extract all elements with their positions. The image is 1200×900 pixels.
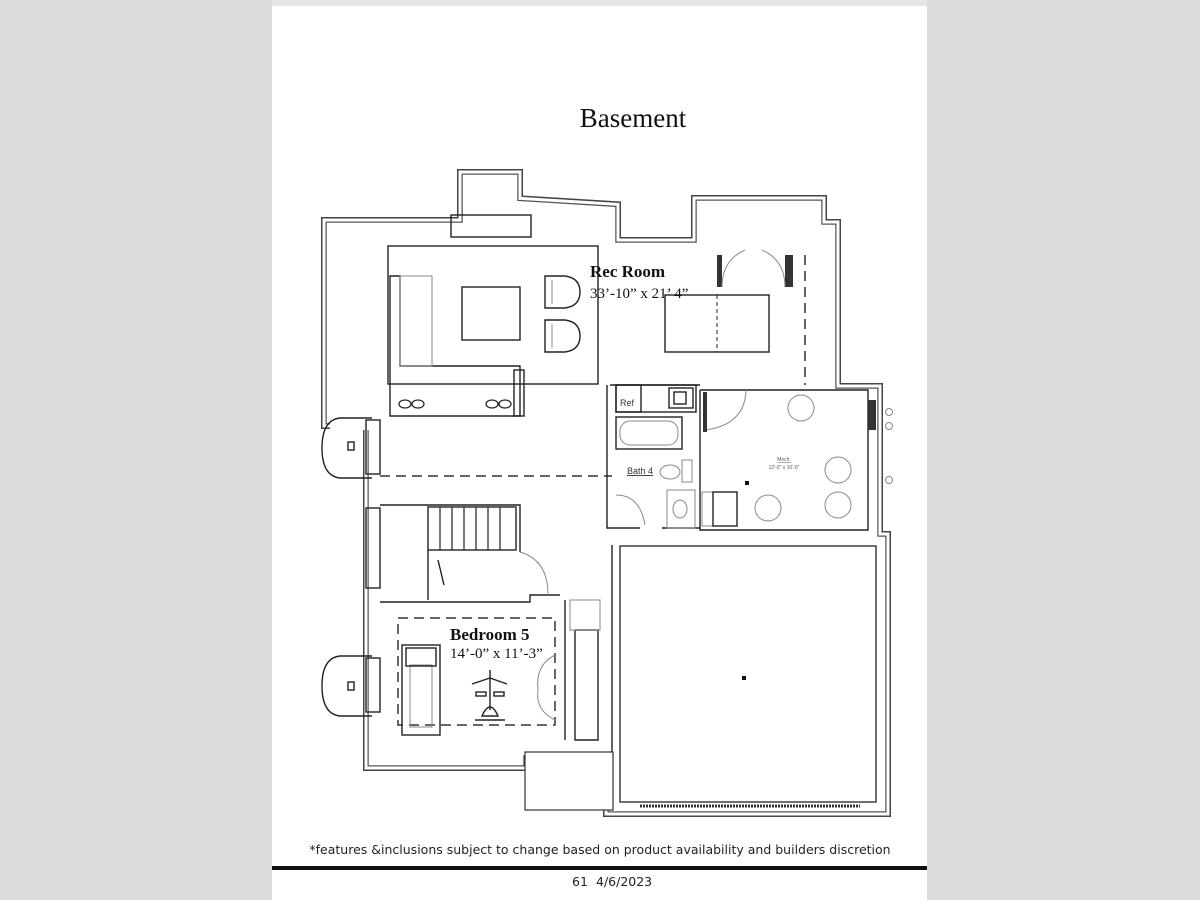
stairs <box>427 506 549 600</box>
ref-label: Ref <box>620 398 635 408</box>
rec-room-label: Rec Room <box>590 262 665 281</box>
mech-room: Mech. 12'-0" x 10'-0" <box>701 394 852 527</box>
weight-machine <box>471 670 508 721</box>
bedroom-5: Bedroom 5 14’-0” x 11’-3” <box>397 599 601 741</box>
plan-title: Basement <box>580 103 687 133</box>
refrigerator <box>615 384 642 413</box>
rug <box>387 245 599 385</box>
tv-console <box>450 214 532 238</box>
chair <box>544 319 581 353</box>
mech-dimensions: 12'-0" x 10'-0" <box>769 465 800 471</box>
treadmill <box>401 644 441 736</box>
footer-date: 4/6/2023 <box>596 874 652 889</box>
page-number: 61 <box>572 874 588 889</box>
mech-label: Mech. <box>777 457 791 463</box>
chair <box>544 275 581 309</box>
ottoman <box>461 286 521 341</box>
garage <box>524 545 877 811</box>
bath-area: Ref Bath 4 <box>615 384 697 529</box>
rec-room-furniture <box>387 214 770 417</box>
bedroom-dimensions: 14’-0” x 11’-3” <box>450 646 543 662</box>
window-well-upper <box>321 417 381 479</box>
toilet <box>659 464 681 480</box>
bathtub <box>615 416 683 450</box>
window-well-lower <box>321 655 381 717</box>
bedroom-label: Bedroom 5 <box>450 625 530 644</box>
footer-rule <box>272 866 927 870</box>
sink <box>666 489 696 529</box>
bath-label: Bath 4 <box>627 466 653 476</box>
porch <box>524 751 614 811</box>
disclaimer: *features &inclusions subject to change … <box>309 842 890 857</box>
window-left <box>365 507 381 589</box>
rec-room-dimensions: 33’-10” x 21’ 4” <box>590 286 688 302</box>
top-strip <box>272 0 927 6</box>
